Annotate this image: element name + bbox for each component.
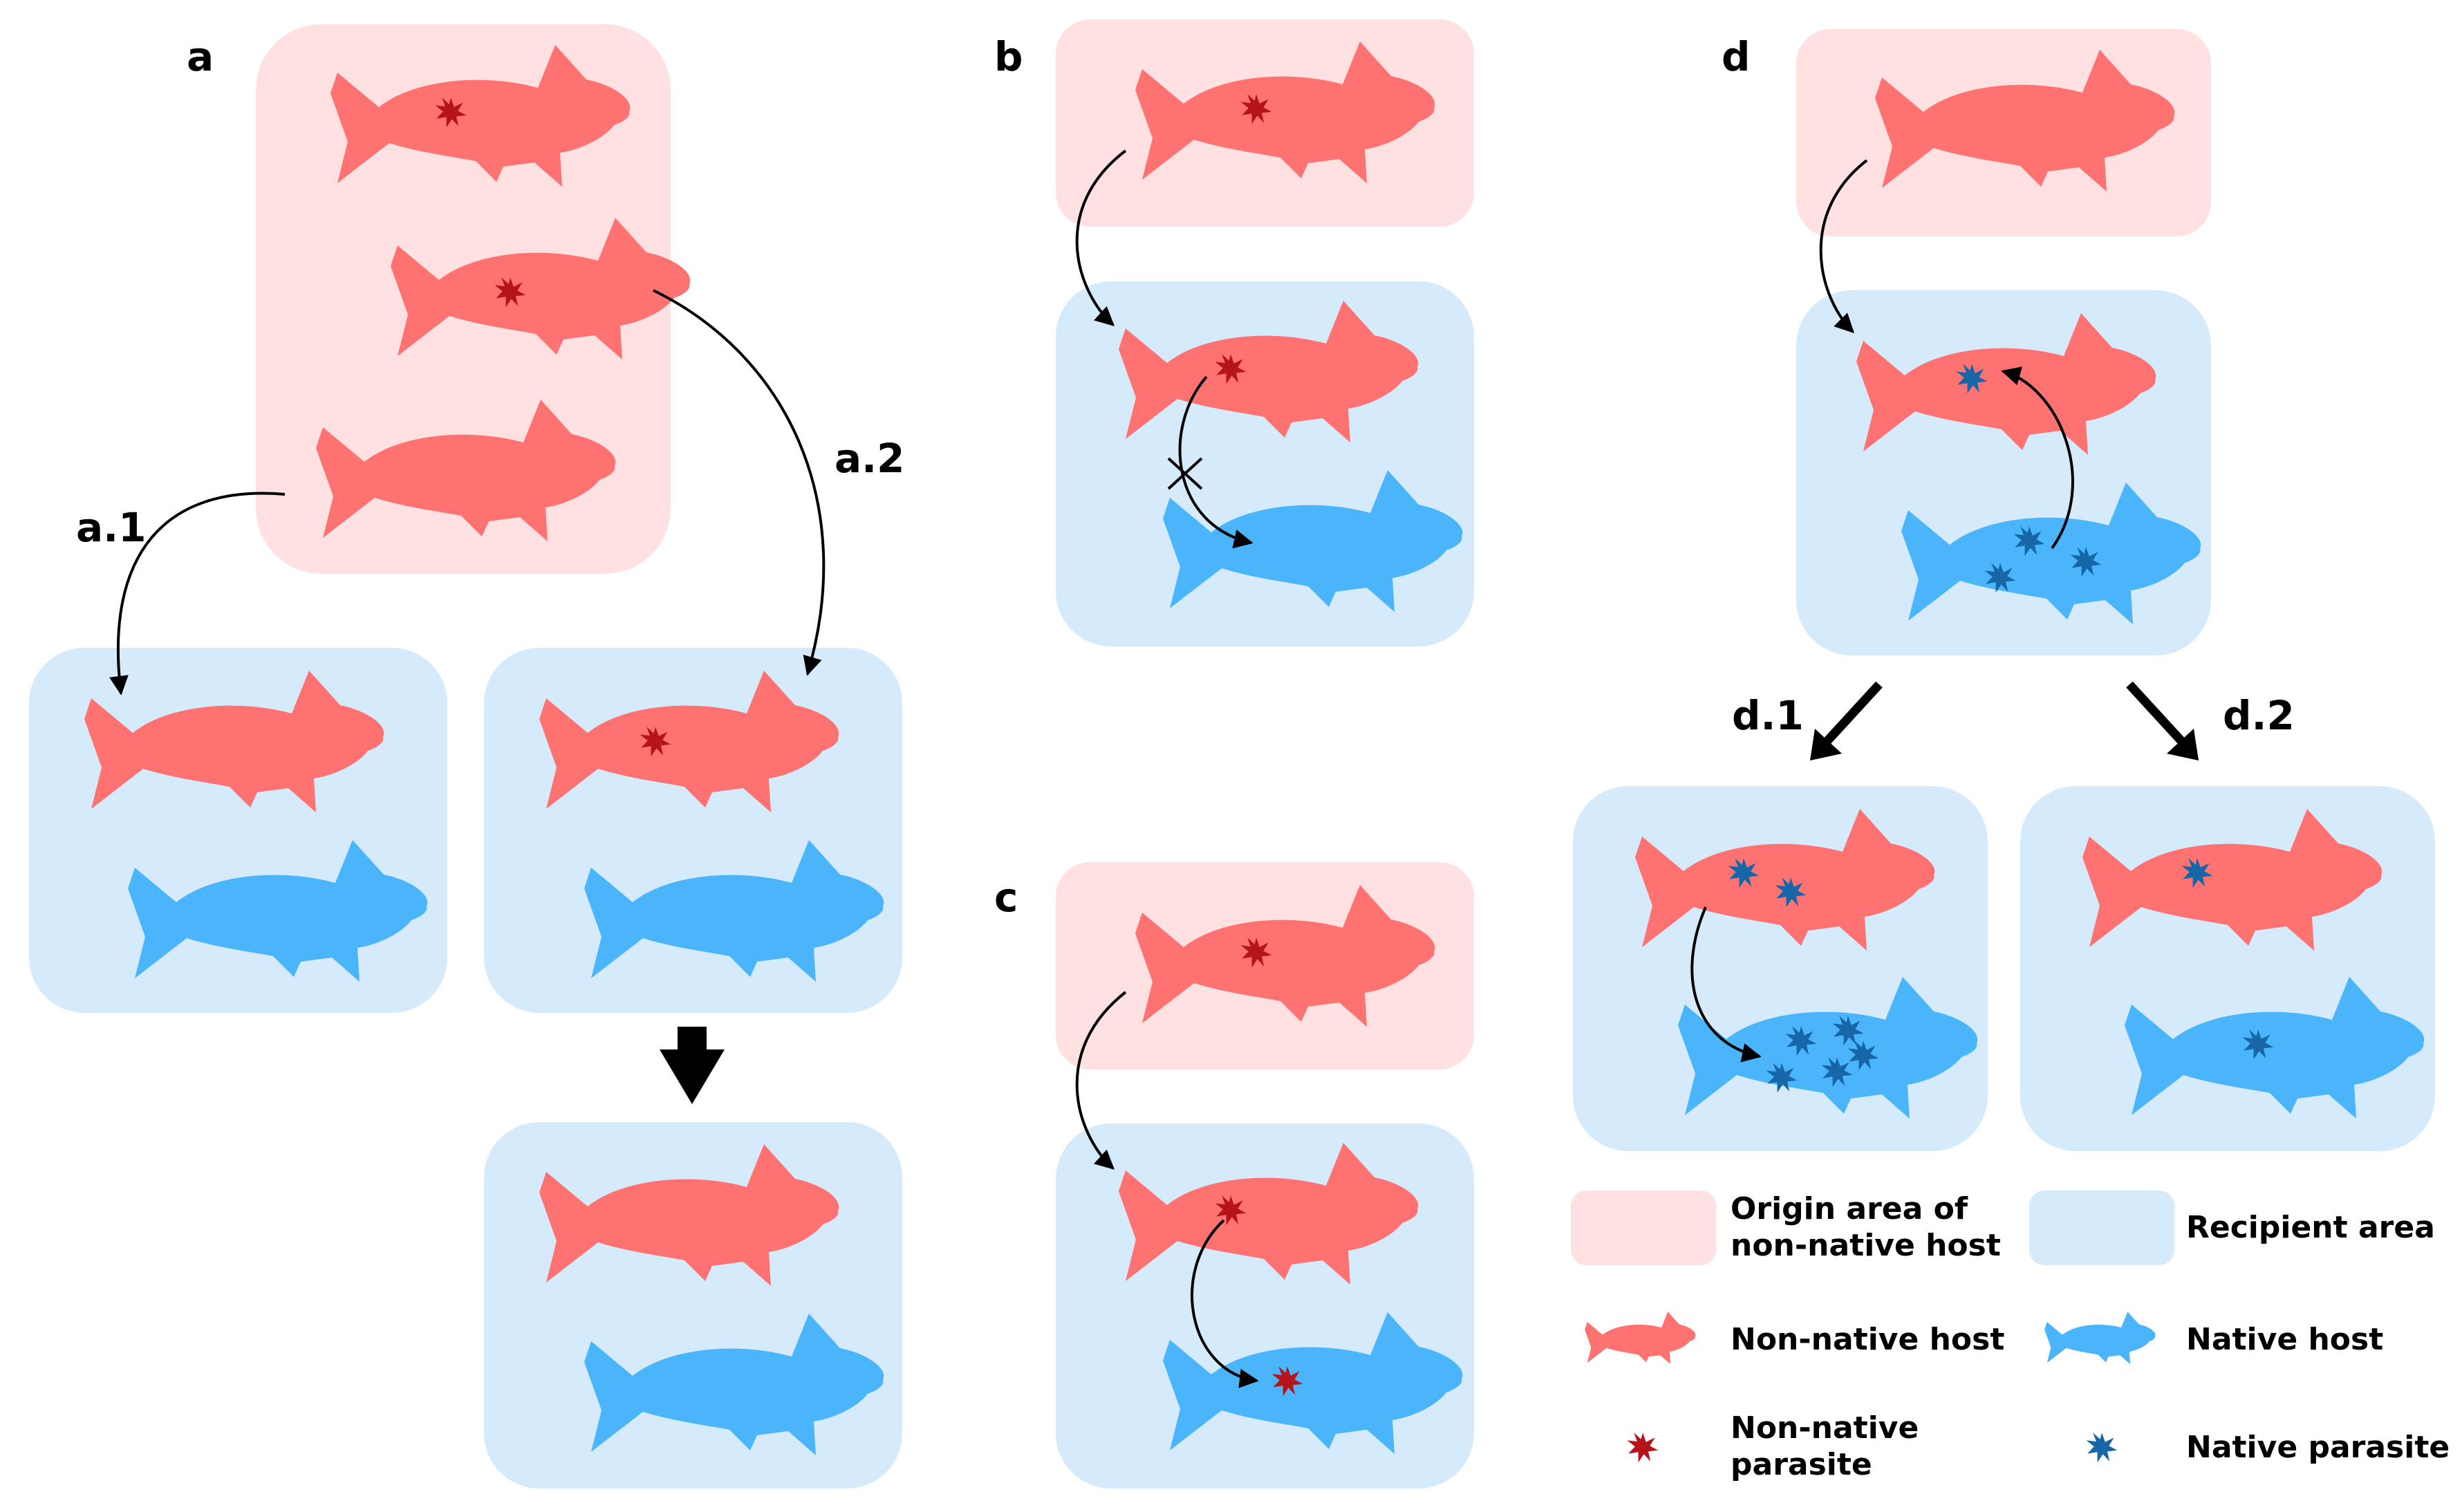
panel-label-b: b	[994, 33, 1023, 80]
recipient-area-d	[1796, 290, 2211, 655]
panel-d: d d.1 d.2	[1573, 29, 2435, 1151]
arrow-c-spillover	[1191, 1219, 1259, 1388]
legend-origin-area-label-line1: Origin area of	[1731, 1191, 1968, 1226]
blocked-transmission-cross-icon	[1167, 457, 1203, 490]
arrow-label-a2: a.2	[834, 435, 905, 482]
recipient-area-d2	[2020, 786, 2435, 1151]
panel-c: c	[994, 862, 1474, 1488]
arrow-a2	[653, 289, 826, 676]
legend-recipient-area-swatch	[2029, 1191, 2174, 1265]
result-arrow	[660, 1027, 725, 1104]
panel-b: b	[994, 19, 1474, 646]
arrow-b-introduction	[1075, 149, 1127, 326]
panel-label-a: a	[187, 33, 214, 80]
arrow-d1	[1822, 681, 1883, 747]
recipient-area-d1	[1573, 786, 1988, 1151]
legend-non-native-parasite-label-line1: Non-native	[1731, 1410, 1919, 1446]
arrow-d1-head	[1810, 729, 1842, 760]
legend-origin-area-swatch	[1571, 1191, 1716, 1265]
legend-native-host-icon	[2044, 1312, 2156, 1365]
legend-non-native-host-label: Non-native host	[1731, 1322, 2004, 1357]
arrow-d-spillback	[2001, 366, 2074, 550]
legend-origin-area-label-line2: non-native host	[1731, 1228, 2001, 1263]
legend-native-parasite-label: Native parasite	[2186, 1430, 2450, 1465]
legend: Origin area of non-native host Recipient…	[1571, 1191, 2450, 1482]
panel-label-c: c	[994, 874, 1018, 921]
legend-non-native-parasite-icon	[1627, 1432, 1659, 1463]
arrow-c-introduction	[1075, 991, 1127, 1170]
arrow-d-introduction	[1819, 159, 1868, 333]
legend-non-native-parasite-label-line2: parasite	[1731, 1447, 1872, 1482]
arrow-label-a1: a.1	[76, 504, 147, 551]
arrow-d1-spillback	[1690, 906, 1762, 1063]
panel-a: a a.1 a.2	[29, 24, 905, 1488]
arrow-a1	[109, 492, 286, 696]
arrow-label-d1: d.1	[1732, 692, 1804, 739]
arrow-d2-head	[2167, 729, 2199, 760]
legend-non-native-host-icon	[1585, 1312, 1696, 1365]
legend-recipient-area-label: Recipient area	[2186, 1210, 2435, 1245]
panel-label-d: d	[1722, 33, 1751, 80]
arrow-d2	[2126, 681, 2187, 747]
legend-native-parasite-icon	[2086, 1432, 2118, 1463]
legend-native-host-label: Native host	[2186, 1322, 2383, 1357]
arrow-label-d2: d.2	[2223, 692, 2295, 739]
